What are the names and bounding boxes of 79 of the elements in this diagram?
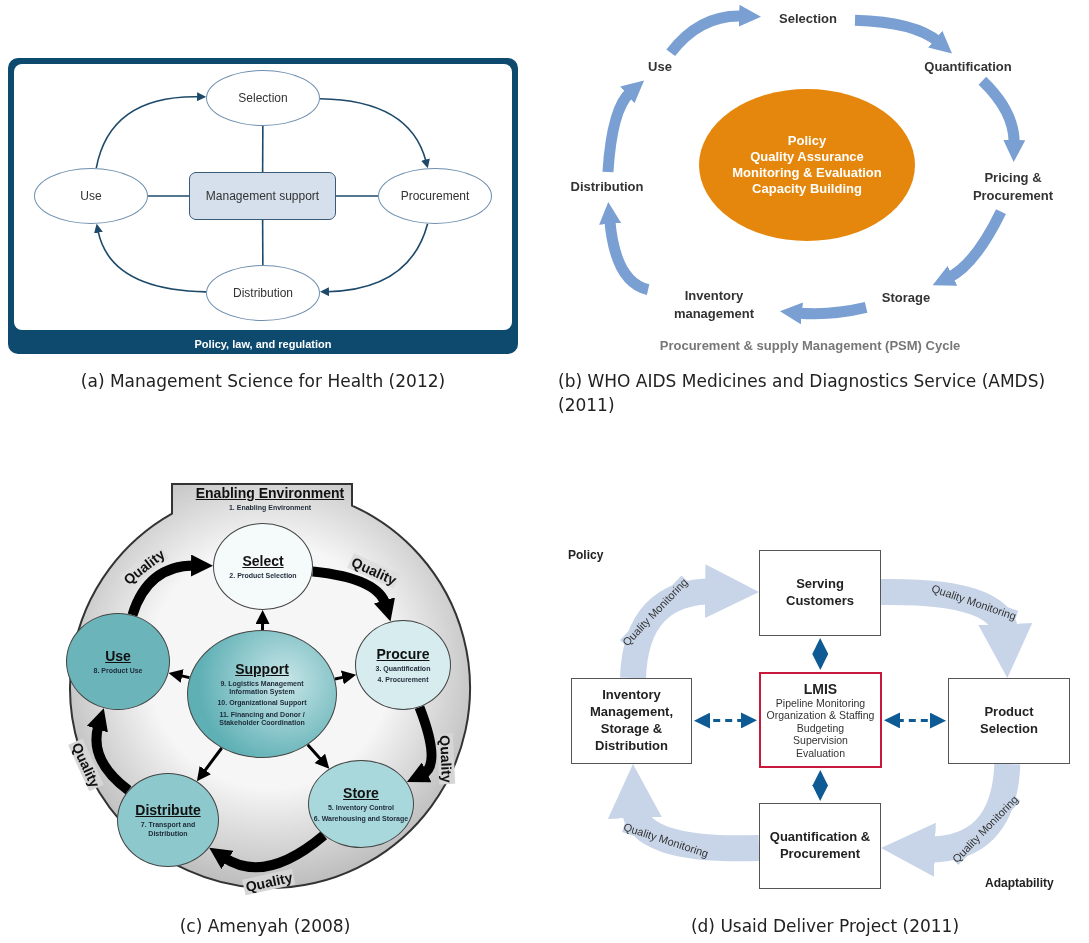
arrow bbox=[196, 747, 223, 782]
system-function: Supervision bbox=[793, 734, 848, 747]
arrow bbox=[306, 743, 330, 769]
core-activity: Policy bbox=[787, 132, 827, 149]
stage-label: Pricing & Procurement bbox=[971, 169, 1055, 205]
diagram-caption: Procurement & supply Management (PSM) Cycle bbox=[658, 338, 962, 353]
core-activity: Quality Assurance bbox=[750, 148, 864, 165]
cycle-arrow bbox=[779, 302, 868, 325]
arrow bbox=[255, 610, 270, 630]
cycle-arrow bbox=[407, 705, 437, 784]
stage-label: Use bbox=[648, 58, 672, 76]
cycle-arrow bbox=[854, 14, 953, 53]
stage-title: Support bbox=[235, 660, 289, 677]
cycle-arrow bbox=[880, 579, 1031, 678]
cycle-arrow bbox=[978, 76, 1026, 162]
cycle-arrow bbox=[127, 554, 213, 617]
system-function: Budgeting bbox=[796, 721, 845, 735]
arrow bbox=[812, 770, 829, 801]
system-function: Pipeline Monitoring bbox=[775, 696, 866, 710]
arrow bbox=[884, 712, 946, 729]
frame-title: Enabling Environment bbox=[195, 485, 345, 501]
stage-label: Product Selection bbox=[979, 704, 1039, 738]
arrow bbox=[694, 712, 757, 729]
stage-label: Distribution bbox=[570, 178, 644, 196]
stage-label: Quantification & Procurement bbox=[768, 829, 872, 863]
lmis-box bbox=[759, 672, 882, 768]
stage-label: Distribution bbox=[233, 286, 293, 300]
arrow bbox=[168, 669, 190, 683]
cycle-arrow bbox=[86, 707, 132, 795]
connector-line bbox=[147, 195, 190, 197]
arrow bbox=[95, 92, 207, 169]
stage-title: Use bbox=[105, 647, 131, 664]
band-label: Policy, law, and regulation bbox=[193, 338, 333, 350]
cycle-arrow bbox=[666, 5, 761, 57]
process-box bbox=[948, 678, 1070, 764]
figure-caption: (b) WHO AIDS Medicines and Diagnostics Service (AMDS) (2011) bbox=[558, 370, 1047, 417]
process-box bbox=[759, 550, 881, 636]
connector-line bbox=[261, 125, 264, 173]
process-box bbox=[189, 172, 336, 220]
stage-label: Serving Customers bbox=[785, 576, 855, 610]
process-box bbox=[759, 803, 881, 889]
system-function: Evaluation bbox=[795, 746, 845, 760]
cycle-arrow bbox=[609, 764, 760, 862]
system-title: LMIS bbox=[803, 680, 838, 697]
cycle-arrow bbox=[208, 831, 327, 873]
core-activity: Capacity Building bbox=[752, 181, 862, 198]
cycle-arrow bbox=[602, 79, 644, 173]
arrow bbox=[334, 670, 357, 685]
corner-label: Adaptability bbox=[985, 876, 1055, 890]
process-box bbox=[571, 678, 692, 764]
stage-label: Selection bbox=[238, 91, 288, 105]
edge-label: Quality bbox=[437, 732, 456, 785]
stage-label: Selection bbox=[779, 10, 837, 28]
figure-caption: (a) Management Science for Health (2012) bbox=[79, 370, 447, 393]
stage-title: Distribute bbox=[135, 802, 201, 819]
figure-caption: (c) Amenyah (2008) bbox=[178, 915, 352, 938]
core-activity: Monitoring & Evaluation bbox=[732, 165, 882, 182]
stage-label: Use bbox=[80, 189, 102, 203]
stage-title: Procure bbox=[376, 645, 430, 662]
system-function: Organization & Staffing bbox=[766, 709, 875, 722]
figure-caption: (d) Usaid Deliver Project (2011) bbox=[689, 915, 961, 938]
cycle-arrow bbox=[312, 566, 395, 622]
corner-label: Policy bbox=[568, 548, 605, 562]
connector-line bbox=[261, 219, 264, 266]
stage-label: Management support bbox=[205, 189, 320, 203]
arrow bbox=[94, 223, 207, 293]
policy-frame bbox=[8, 58, 518, 354]
stage-label: Inventory Management, Storage & Distribution bbox=[588, 687, 675, 755]
cycle-arrow bbox=[933, 209, 1006, 287]
arrow bbox=[319, 98, 430, 169]
arrow bbox=[812, 638, 829, 670]
stage-label: Inventory management bbox=[672, 287, 756, 323]
stage-title: Select bbox=[242, 552, 284, 569]
stage-title: Store bbox=[343, 784, 379, 801]
stage-label: Storage bbox=[881, 289, 931, 307]
stage-label: Procurement bbox=[400, 189, 470, 203]
arrow bbox=[319, 222, 429, 297]
connector-line bbox=[335, 195, 379, 197]
stage-label: Quantification bbox=[924, 58, 1012, 76]
